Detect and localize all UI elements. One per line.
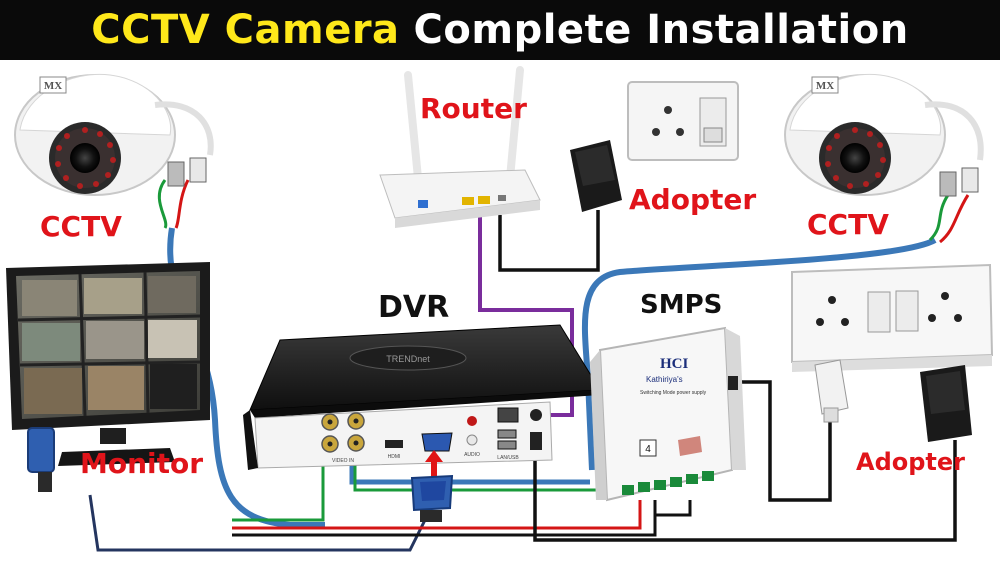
smps-sub: Kathiriya's [646, 375, 683, 384]
wall-socket-right [791, 263, 994, 372]
label-monitor: Monitor [80, 447, 204, 480]
label-adopter-top: Adopter [629, 183, 757, 216]
smps: HCI Kathiriya's Switching Mode power sup… [590, 326, 746, 502]
title-part2: Complete Installation [413, 7, 909, 53]
wire-right-green [928, 194, 950, 242]
cable-lan [478, 205, 574, 417]
dvr-label-audio: AUDIO [464, 452, 480, 458]
wire-left-green [157, 179, 168, 229]
wire-green-to-dvr [232, 455, 325, 522]
cable-right-camera-coax [581, 237, 937, 471]
smps-channels: 4 [645, 444, 651, 455]
dvr-label-lan: LAN/USB [497, 455, 519, 461]
title-part1: CCTV Camera [91, 7, 400, 53]
label-cctv-right: CCTV [807, 208, 889, 241]
vga-arrow [425, 450, 443, 478]
vga-plug-dvr [410, 474, 454, 522]
wire-smps-right [655, 500, 692, 517]
label-adopter-bottom: Adopter [856, 448, 966, 476]
camera-brand-right: MX [816, 80, 834, 92]
camera-brand-left: MX [44, 80, 62, 92]
wire-left-red [174, 179, 190, 229]
dvr-label-hdmi: HDMI [388, 454, 401, 460]
router [379, 66, 541, 228]
smps-brand: HCI [660, 356, 689, 372]
title-bar: CCTV Camera Complete Installation [0, 0, 1000, 60]
smps-desc: Switching Mode power supply [640, 390, 707, 396]
wire-smps-input [732, 380, 832, 502]
vga-plug-left [27, 427, 55, 492]
cctv-camera-right: MX [784, 73, 984, 197]
adapter-bottom [920, 365, 972, 442]
dvr: TRENDnet VIDEO IN HDMI AUDIO LAN/USB [243, 324, 601, 470]
label-router: Router [420, 92, 527, 125]
wire-red-to-dvr [232, 500, 642, 530]
adapter-top [570, 140, 622, 212]
dvr-label-video: VIDEO IN [332, 458, 354, 464]
wire-black-to-dvr [232, 500, 657, 537]
label-smps: SMPS [640, 290, 723, 320]
wire-router-adapter [498, 210, 600, 272]
diagram-canvas: MX MX [6, 66, 994, 552]
monitor [6, 262, 210, 466]
label-cctv-left: CCTV [40, 210, 122, 243]
cctv-camera-left: MX [14, 73, 214, 196]
wire-dvr-power [533, 440, 957, 542]
plug-right [814, 359, 849, 423]
wire-right-red [939, 194, 970, 244]
label-dvr: DVR [378, 290, 450, 325]
cable-vga [88, 494, 427, 552]
wall-socket-top [627, 81, 739, 161]
dvr-brand: TRENDnet [386, 354, 430, 364]
